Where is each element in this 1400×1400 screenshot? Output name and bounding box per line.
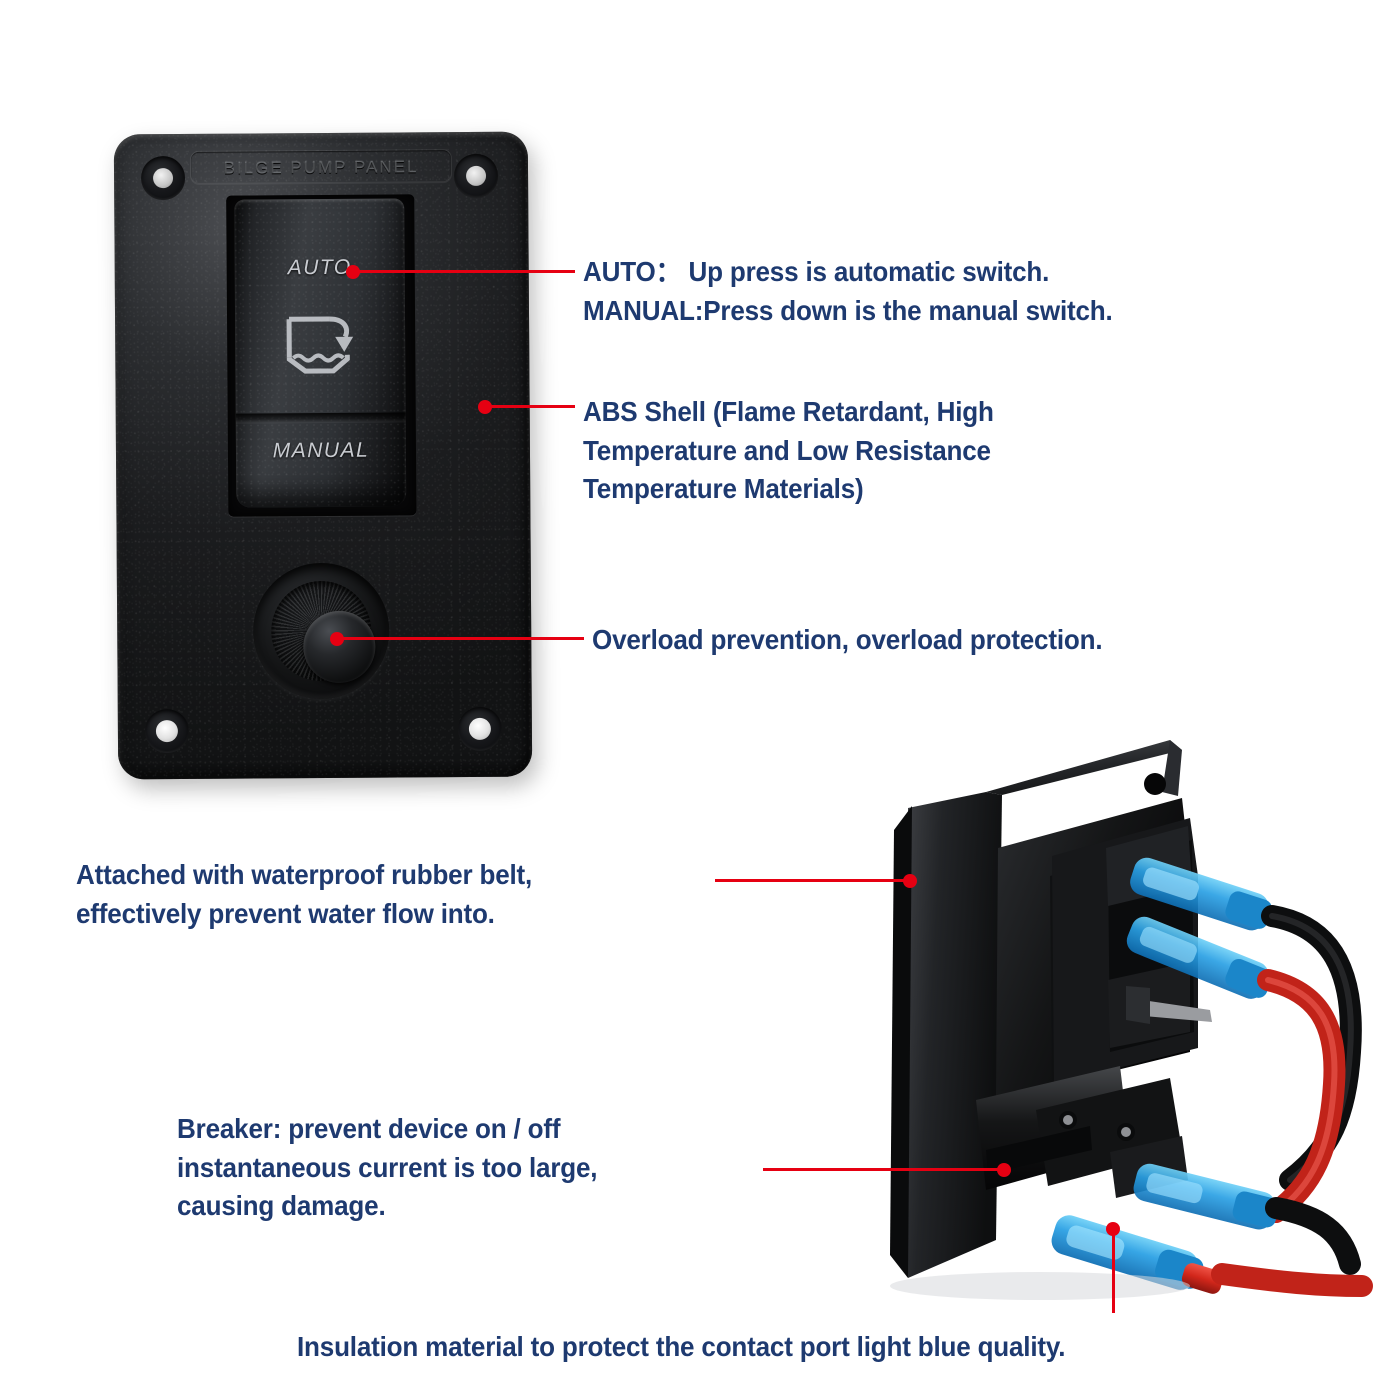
rocker-auto-label: AUTO bbox=[287, 255, 352, 280]
bilge-pump-panel-rear-photo bbox=[790, 680, 1390, 1320]
rocker-split-line bbox=[235, 412, 406, 424]
callout-breaker: Breaker: prevent device on / off instant… bbox=[177, 1113, 598, 1222]
rear-view-illustration bbox=[890, 740, 1373, 1300]
mounting-screw-top-left bbox=[140, 155, 186, 201]
circuit-breaker-knurled-ring bbox=[270, 580, 376, 684]
bilge-pump-panel-front-photo: BILGE PUMP PANEL AUTO bbox=[113, 131, 533, 780]
callout-waterproof-rubber-belt: Attached with waterproof rubber belt, ef… bbox=[76, 859, 533, 929]
bilge-pump-symbol-icon bbox=[286, 316, 354, 374]
rocker-switch-well: AUTO MANUAL bbox=[226, 194, 417, 517]
callout-auto-manual: AUTO： Up press is automatic switch. MANU… bbox=[583, 256, 1113, 326]
leader-line-breaker bbox=[763, 1168, 1001, 1171]
circuit-breaker-bezel bbox=[252, 562, 390, 700]
mounting-screw-top-right bbox=[453, 153, 499, 199]
leader-line-auto-manual bbox=[353, 270, 575, 273]
mounting-hole-bottom-left bbox=[144, 708, 190, 754]
circuit-breaker-reset-button[interactable] bbox=[303, 610, 376, 684]
leader-dot-breaker bbox=[997, 1163, 1011, 1177]
leader-line-overload bbox=[337, 637, 584, 640]
callout-insulation-material: Insulation material to protect the conta… bbox=[297, 1331, 1066, 1362]
mounting-hole-bottom-right bbox=[457, 706, 503, 752]
rocker-manual-label: MANUAL bbox=[272, 438, 370, 463]
panel-emboss-label: BILGE PUMP PANEL bbox=[223, 157, 419, 178]
leader-line-insulation bbox=[1112, 1229, 1115, 1313]
leader-line-waterproof-belt bbox=[715, 879, 907, 882]
callout-overload-protection: Overload prevention, overload protection… bbox=[592, 624, 1103, 655]
rocker-switch[interactable]: AUTO MANUAL bbox=[234, 198, 407, 508]
leader-line-abs-shell bbox=[485, 405, 575, 408]
emboss-plate: BILGE PUMP PANEL bbox=[189, 149, 453, 184]
callout-abs-shell: ABS Shell (Flame Retardant, High Tempera… bbox=[583, 396, 994, 505]
leader-dot-waterproof-belt bbox=[903, 874, 917, 888]
